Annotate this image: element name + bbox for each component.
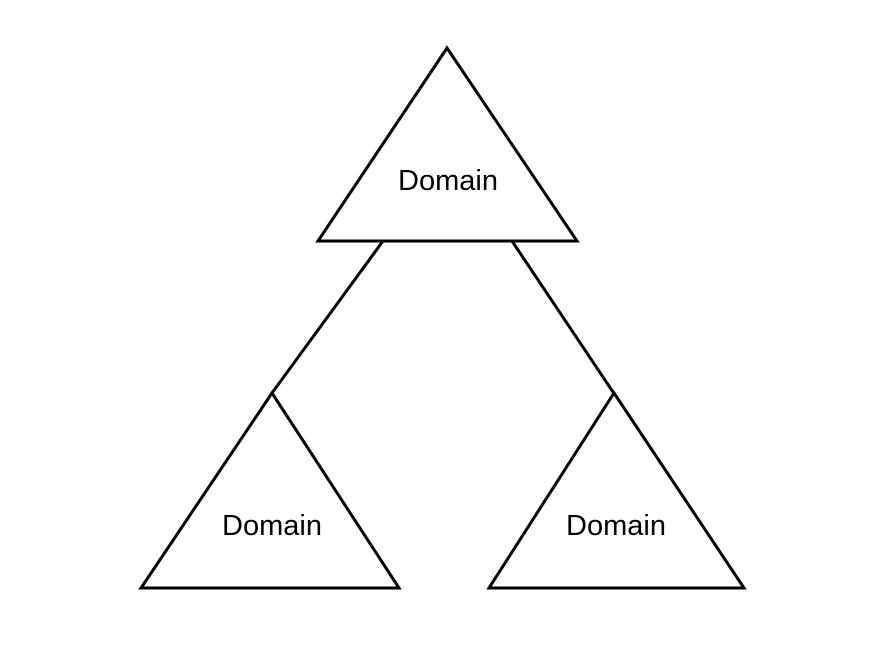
node-right-child-domain[interactable]: Domain: [486, 390, 747, 590]
node-left-child-domain[interactable]: Domain: [138, 390, 402, 590]
node-root-domain[interactable]: Domain: [315, 45, 580, 243]
triangle-left-child-shape[interactable]: [138, 390, 402, 590]
triangle-root-shape[interactable]: [315, 45, 580, 243]
node-left-child-label: Domain: [222, 510, 322, 542]
edge-root-to-right-child: [510, 240, 617, 396]
edge-root-to-left-child: [270, 240, 385, 394]
node-right-child-label: Domain: [566, 510, 666, 542]
node-root-label: Domain: [398, 165, 498, 197]
triangle-right-child-shape[interactable]: [486, 390, 747, 590]
